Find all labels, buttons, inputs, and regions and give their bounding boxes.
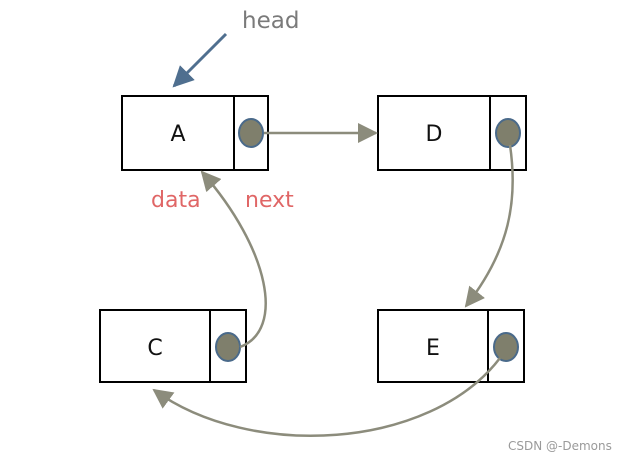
node-c-label: C	[147, 336, 162, 361]
node-d: D	[377, 95, 527, 171]
node-c-data-cell	[99, 309, 211, 383]
link-e-to-c	[152, 357, 501, 438]
head-label: head	[242, 8, 299, 34]
node-e-pointer-dot	[493, 332, 519, 362]
node-e: E	[377, 309, 525, 383]
node-c: C	[99, 309, 247, 383]
node-a-label: A	[170, 122, 185, 147]
node-d-data-cell	[377, 95, 491, 171]
node-a-data-cell	[121, 95, 235, 171]
node-a-pointer-dot	[238, 118, 264, 148]
watermark: CSDN @-Demons	[508, 439, 612, 453]
head-arrow	[172, 32, 228, 88]
node-d-label: D	[426, 122, 443, 147]
next-field-label: next	[245, 188, 294, 213]
data-field-label: data	[151, 188, 201, 213]
node-d-pointer-dot	[495, 118, 521, 148]
link-d-to-e	[464, 144, 514, 308]
node-e-data-cell	[377, 309, 489, 383]
link-c-to-a	[200, 170, 267, 349]
node-c-pointer-dot	[215, 332, 241, 362]
node-a: A	[121, 95, 269, 171]
node-e-label: E	[426, 336, 440, 361]
